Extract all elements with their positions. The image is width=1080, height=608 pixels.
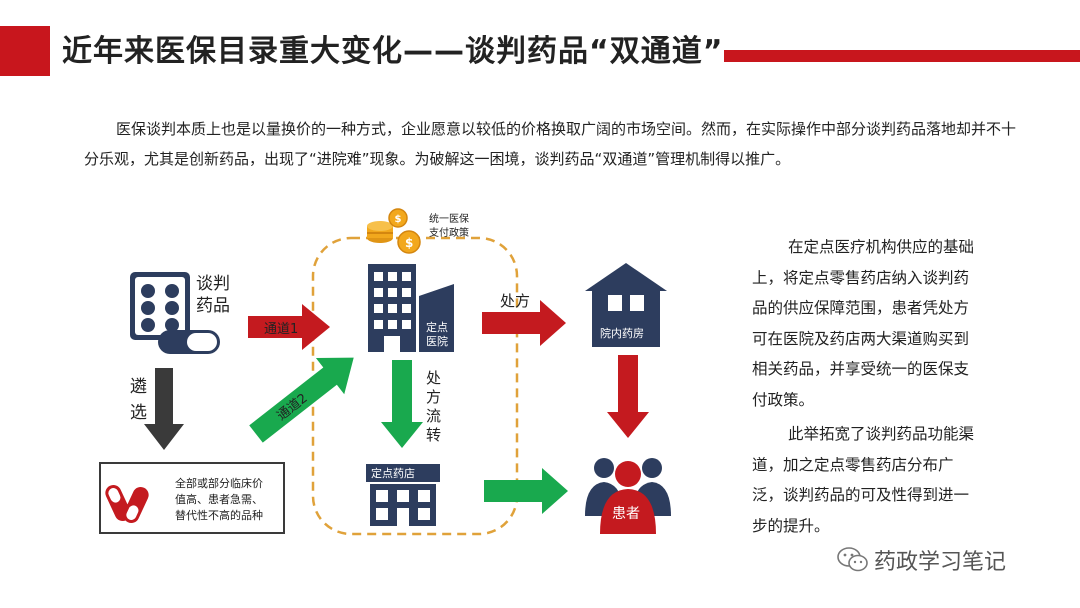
house-pharmacy-icon: [585, 263, 667, 347]
policy-label-line1: 统一医保: [429, 212, 469, 225]
hospital-building-icon: [368, 264, 454, 352]
drug-label-line1: 谈判: [196, 274, 230, 294]
criteria-line2: 值高、患者急需、: [175, 492, 263, 506]
policy-label-line2: 支付政策: [429, 226, 469, 239]
pill-blister-icon: [130, 272, 190, 340]
capsule-icon: [158, 330, 220, 354]
channel-2-arrow: 通道2: [249, 357, 354, 443]
coins-icon: $ $: [367, 208, 421, 254]
inhouse-pharmacy-label: 院内药房: [600, 326, 644, 340]
prescription-arrow: [482, 300, 566, 346]
capsule-pair-icon: [105, 485, 149, 523]
slide-title: 近年来医保目录重大变化——谈判药品“双通道”: [62, 34, 724, 69]
inhouse-to-patient-arrow: [607, 355, 649, 438]
hospital-label-line2: 医院: [426, 334, 448, 348]
flow-label-2: 方: [426, 388, 441, 406]
svg-text:$: $: [395, 214, 402, 225]
pharmacy-store-icon: [366, 464, 440, 526]
hospital-label-line1: 定点: [426, 320, 448, 334]
pharmacy-to-patient-arrow: [484, 468, 568, 514]
title-rule: [724, 50, 1080, 62]
criteria-line1: 全部或部分临床价: [175, 476, 263, 490]
title-accent-block: [0, 26, 50, 76]
wechat-icon: [837, 547, 868, 572]
side-paragraph-1: 在定点医疗机构供应的基础上，将定点零售药店纳入谈判药品的供应保障范围，患者凭处方…: [752, 238, 975, 409]
watermark-text: 药政学习笔记: [874, 550, 1007, 575]
flow-label-4: 转: [426, 426, 441, 444]
pharmacy-label: 定点药店: [371, 466, 415, 480]
flow-label-1: 处: [426, 369, 441, 387]
flow-label-3: 流: [426, 407, 441, 425]
selection-arrow: [144, 368, 184, 450]
drug-label-line2: 药品: [196, 296, 230, 316]
prescription-label: 处方: [500, 292, 530, 310]
patient-group-icon: [585, 458, 671, 534]
side-paragraph-2: 此举拓宽了谈判药品功能渠道，加之定点零售药店分布广泛，谈判药品的可及性得到进一步…: [752, 425, 975, 535]
channel-1-label: 通道1: [264, 322, 298, 337]
patient-label: 患者: [612, 506, 640, 522]
prescription-flow-arrow: [381, 360, 423, 448]
channel-1-arrow: [248, 304, 330, 350]
side-explanation: 在定点医疗机构供应的基础上，将定点零售药店纳入谈判药品的供应保障范围，患者凭处方…: [752, 232, 974, 545]
select-label-1: 遴: [130, 377, 147, 397]
watermark: 药政学习笔记: [836, 544, 1006, 576]
intro-paragraph: 医保谈判本质上也是以量换价的一种方式，企业愿意以较低的价格换取广阔的市场空间。然…: [84, 120, 1017, 168]
select-label-2: 选: [130, 403, 147, 423]
criteria-line3: 替代性不高的品种: [175, 508, 263, 522]
svg-text:$: $: [405, 236, 413, 250]
